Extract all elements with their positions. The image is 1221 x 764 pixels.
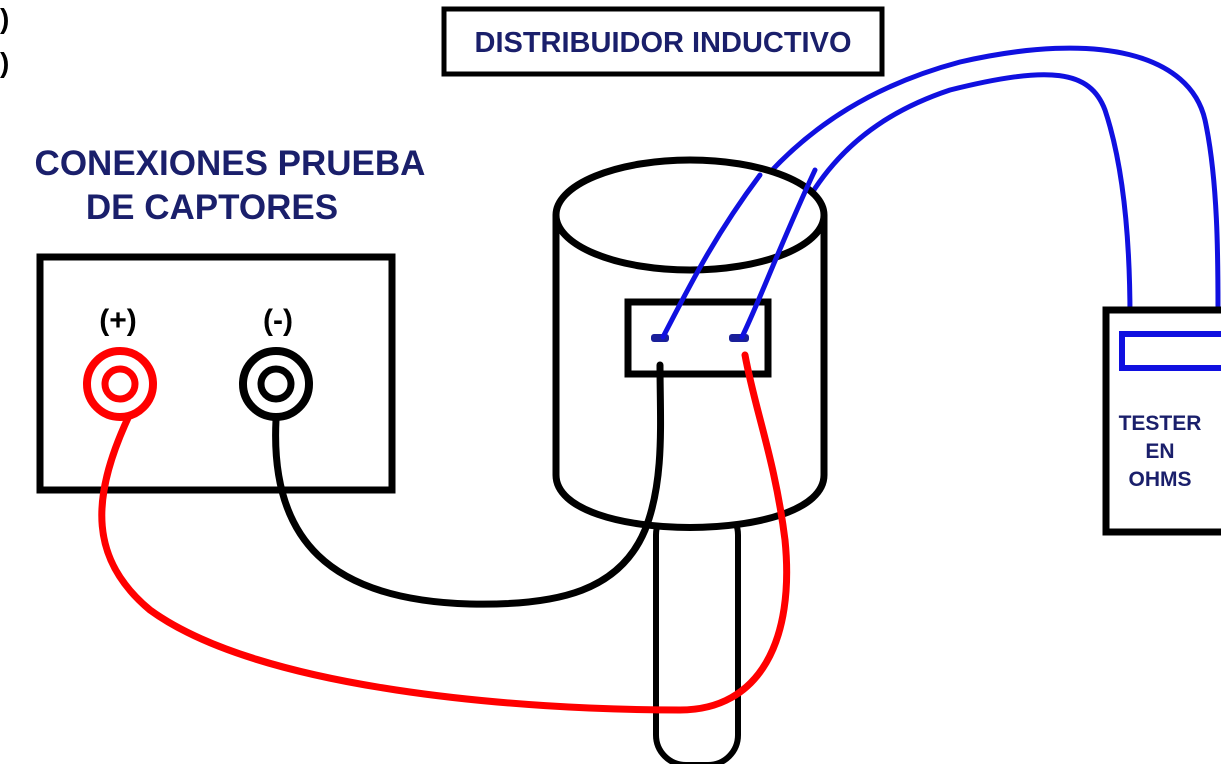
tester-wire-inner-end — [739, 167, 818, 340]
tester-display — [1119, 331, 1221, 371]
positive-wire — [98, 351, 791, 714]
source-box: (+) (-) — [36, 253, 396, 494]
tester-line-1: TESTER — [1119, 412, 1202, 435]
edge-mark-2: ) — [0, 47, 9, 78]
negative-wire — [272, 361, 665, 608]
distributor-shaft — [653, 502, 741, 764]
distributor-top — [552, 156, 828, 274]
title-box-frame — [441, 6, 885, 77]
edge-mark-1: ) — [0, 3, 9, 34]
heading: CONEXIONES PRUEBA DE CAPTORES — [35, 144, 426, 227]
negative-jack[interactable] — [239, 347, 313, 421]
heading-line-2: DE CAPTORES — [86, 188, 338, 227]
positive-jack[interactable] — [83, 347, 157, 421]
positive-label: (+) — [99, 304, 137, 337]
heading-line-1: CONEXIONES PRUEBA — [35, 144, 426, 183]
tester-wire-outer-end — [660, 172, 763, 340]
negative-jack-inner — [257, 365, 295, 403]
tester-line-3: OHMS — [1129, 468, 1192, 491]
negative-label: (-) — [263, 304, 293, 337]
distributor — [552, 156, 828, 764]
title-box: DISTRIBUIDOR INDUCTIVO — [441, 6, 885, 77]
tester: TESTER EN OHMS — [1102, 306, 1221, 536]
tester-line-2: EN — [1145, 440, 1174, 463]
tester-wire-ends — [660, 167, 818, 340]
title-box-text: DISTRIBUIDOR INDUCTIVO — [475, 27, 852, 59]
positive-jack-inner — [101, 365, 139, 403]
terminal-right — [729, 334, 749, 342]
